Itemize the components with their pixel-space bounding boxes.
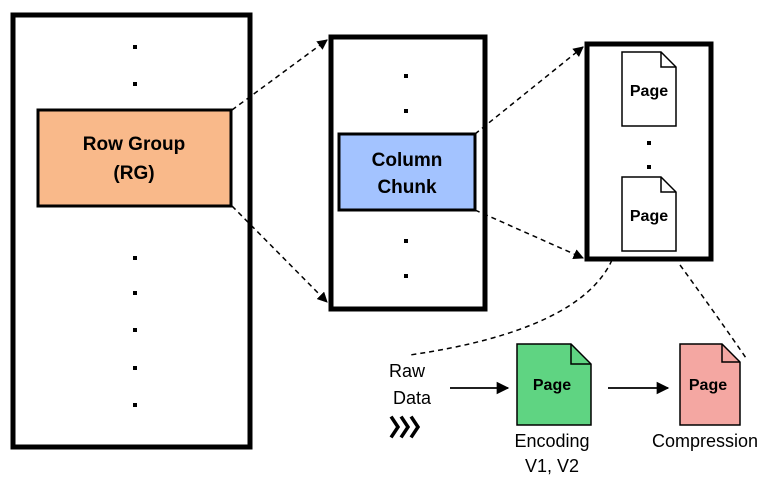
compression-label: Compression — [652, 431, 758, 451]
row-group-box — [36, 108, 233, 208]
encoded-page-fold — [570, 344, 591, 365]
page-top-fold — [660, 52, 676, 68]
page-top-icon — [621, 51, 677, 127]
row-group-container — [10, 12, 253, 450]
raw-data-label-line2: Data — [393, 388, 432, 408]
row-group-ellipsis-top — [133, 45, 137, 86]
raw-data-label-line1: Raw — [389, 361, 426, 381]
row-group-ellipsis-bottom — [133, 256, 137, 407]
zoom-curve-right — [679, 264, 747, 359]
encoding-label-line2: V1, V2 — [525, 456, 579, 476]
encoded-page-label: Page — [533, 377, 571, 394]
row-group-label-line2: (RG) — [113, 163, 154, 184]
column-chunk-ellipsis-top — [404, 74, 408, 113]
connector-chunk-to-pages-bottom — [474, 209, 584, 259]
connector-chunk-to-pages-top — [474, 46, 584, 135]
compressed-page-fold — [721, 344, 740, 363]
column-chunk-label-line2: Chunk — [377, 177, 437, 198]
page-bottom-fold — [660, 177, 676, 193]
page-top-label: Page — [630, 83, 668, 100]
column-chunk-ellipsis-bottom — [404, 239, 408, 278]
connector-rg-to-chunk-bottom — [231, 205, 328, 303]
chevrons-right-icon — [389, 415, 421, 439]
connector-rg-to-chunk-top — [231, 39, 328, 111]
pages-ellipsis — [647, 141, 651, 169]
encoding-label-line1: Encoding — [514, 431, 589, 451]
column-chunk-box — [337, 132, 477, 212]
page-bottom-icon — [621, 176, 677, 252]
zoom-curve-left — [409, 259, 613, 356]
compressed-page-label: Page — [689, 377, 727, 394]
compressed-page-icon — [679, 343, 741, 426]
column-chunk-label-line1: Column — [372, 150, 443, 171]
row-group-label-line1: Row Group — [83, 134, 185, 155]
page-bottom-label: Page — [630, 208, 668, 225]
